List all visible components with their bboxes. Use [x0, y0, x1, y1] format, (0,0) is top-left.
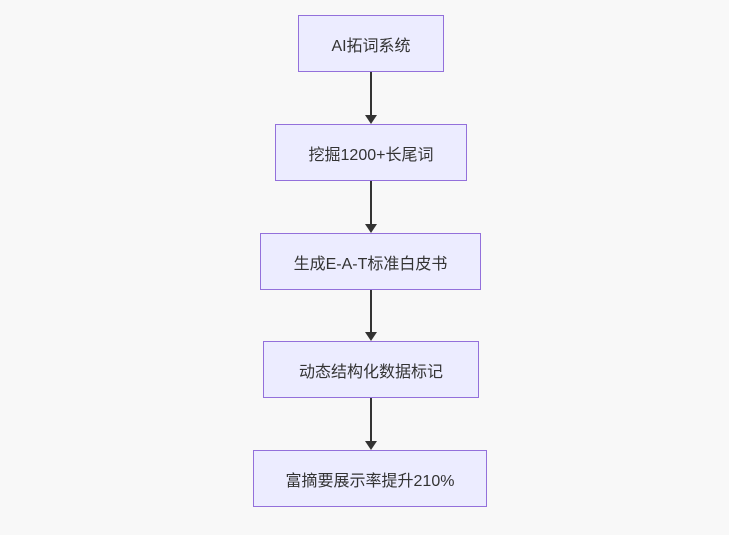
arrowhead-down-icon	[365, 115, 377, 124]
arrow-line	[370, 181, 372, 224]
flow-node-structured-data: 动态结构化数据标记	[263, 341, 479, 398]
arrow-line	[370, 290, 372, 332]
flow-node-label: AI拓词系统	[331, 37, 411, 55]
flow-node-rich-snippet-result: 富摘要展示率提升210%	[253, 450, 487, 507]
arrow-connector-3	[365, 290, 377, 341]
arrow-line	[370, 72, 372, 115]
arrow-line	[370, 398, 372, 441]
arrow-connector-4	[365, 398, 377, 450]
arrow-connector-2	[365, 181, 377, 233]
arrowhead-down-icon	[365, 224, 377, 233]
arrowhead-down-icon	[365, 441, 377, 450]
flow-node-label: 生成E-A-T标准白皮书	[293, 255, 448, 273]
arrowhead-down-icon	[365, 332, 377, 341]
flow-node-label: 动态结构化数据标记	[298, 363, 443, 381]
flow-node-label: 富摘要展示率提升210%	[285, 472, 455, 490]
arrow-connector-1	[365, 72, 377, 124]
flow-node-eat-whitepaper: 生成E-A-T标准白皮书	[260, 233, 481, 290]
flow-node-ai-word-expansion: AI拓词系统	[298, 15, 444, 72]
flow-node-label: 挖掘1200+长尾词	[308, 146, 434, 164]
flow-node-longtail-mining: 挖掘1200+长尾词	[275, 124, 467, 181]
